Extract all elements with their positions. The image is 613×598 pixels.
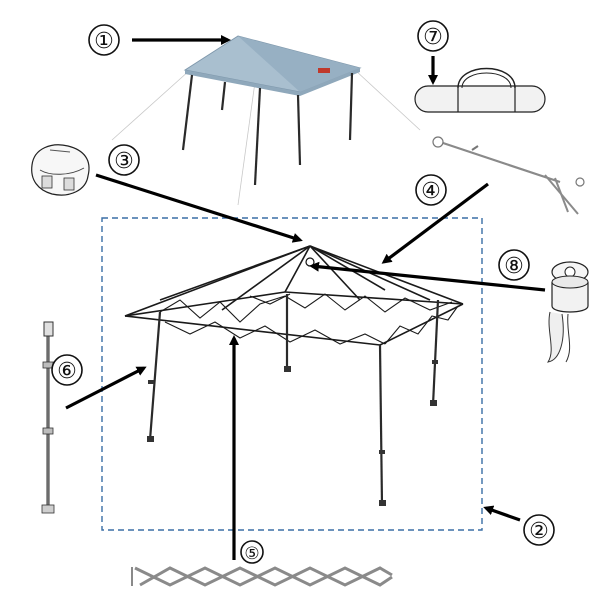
callout-2: ② xyxy=(523,514,555,546)
frame-assembly-image xyxy=(124,245,464,506)
arrow-2 xyxy=(483,505,521,522)
callout-1-text: ① xyxy=(94,29,114,54)
arrow-3 xyxy=(95,173,303,243)
arrow-8 xyxy=(309,261,546,292)
assembled-canopy-image xyxy=(111,35,421,206)
callout-7-text: ⑦ xyxy=(423,25,443,50)
leg-pole-image xyxy=(41,321,55,514)
hub-clip-image xyxy=(546,261,589,363)
callout-2-text: ② xyxy=(529,519,549,544)
roof-rafter-image xyxy=(432,136,585,215)
callout-5: ⑤ xyxy=(240,540,264,564)
frame-assembly-box xyxy=(101,217,483,531)
callout-6-text: ⑥ xyxy=(57,359,77,384)
callout-5-text: ⑤ xyxy=(244,544,259,564)
arrow-4 xyxy=(381,182,489,264)
callout-6: ⑥ xyxy=(51,354,83,386)
carry-bag-image xyxy=(414,67,546,113)
callout-7: ⑦ xyxy=(417,20,449,52)
side-truss-image xyxy=(131,566,393,587)
callout-3-text: ③ xyxy=(114,149,134,174)
callout-3: ③ xyxy=(108,144,140,176)
callout-4: ④ xyxy=(415,174,447,206)
top-hub-image xyxy=(31,144,90,196)
callout-8-text: ⑧ xyxy=(504,254,524,279)
arrow-6 xyxy=(65,366,147,410)
callout-4-text: ④ xyxy=(421,179,441,204)
callout-1: ① xyxy=(88,24,120,56)
callout-8: ⑧ xyxy=(498,249,530,281)
